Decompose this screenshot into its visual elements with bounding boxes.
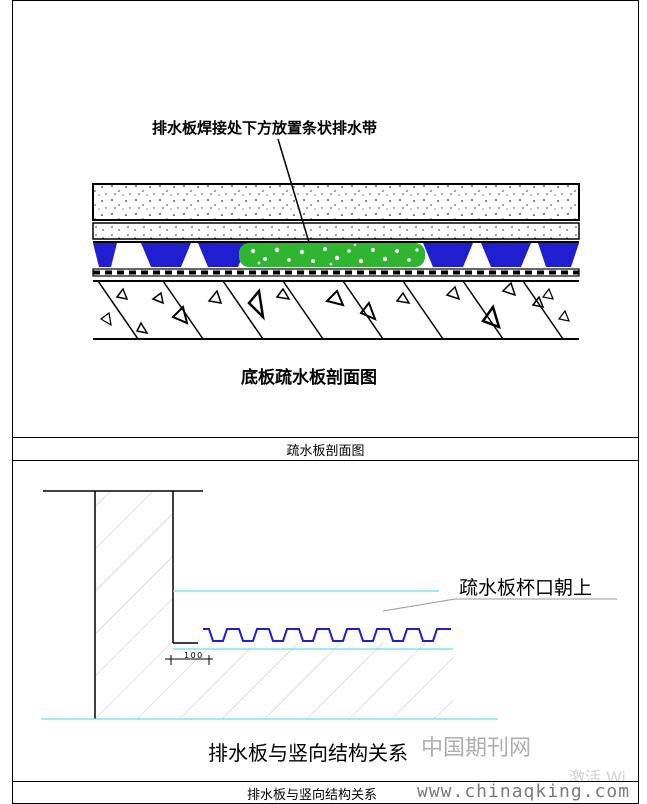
- drain-strip-dots: [250, 243, 419, 266]
- figure2-panel: 100 疏水板杯口朝上 排水板与竖向结构关系 中国期刊网 激活 Wi: [13, 461, 638, 787]
- figure1-drawing: 排水板焊接处下方放置条状排水带: [92, 119, 580, 388]
- watermark-cn: 中国期刊网: [421, 736, 531, 761]
- figure1-title: 底板疏水板剖面图: [241, 367, 377, 388]
- figure-table: 排水板焊接处下方放置条状排水带: [12, 0, 639, 804]
- drain-strip: [239, 243, 425, 267]
- figure1-panel: 排水板焊接处下方放置条状排水带: [13, 1, 638, 437]
- figure2-drawing: 100 疏水板杯口朝上 排水板与竖向结构关系 中国期刊网 激活 Wi: [41, 490, 626, 787]
- dimension-label: 100: [184, 651, 204, 660]
- figure2-annotation: 疏水板杯口朝上: [459, 577, 592, 599]
- drainage-cups: [93, 243, 579, 267]
- divider: [13, 781, 638, 782]
- figure1-annotation: 排水板焊接处下方放置条状排水带: [152, 119, 377, 137]
- figure2-title: 排水板与竖向结构关系: [208, 741, 408, 765]
- protection-layer: [92, 222, 580, 240]
- drainage-board: [203, 628, 451, 642]
- figure1-caption: 疏水板剖面图: [286, 444, 365, 459]
- watermark-corner: 激活 Wi: [569, 768, 626, 781]
- base-slab: [93, 280, 579, 340]
- divider: [13, 437, 638, 438]
- wall-and-slab: [95, 491, 453, 719]
- watermark-url: www.chinaqking.com: [417, 781, 631, 802]
- figure2-caption: 排水板与竖向结构关系: [247, 788, 378, 803]
- divider: [13, 460, 638, 461]
- top-slab: [92, 183, 580, 221]
